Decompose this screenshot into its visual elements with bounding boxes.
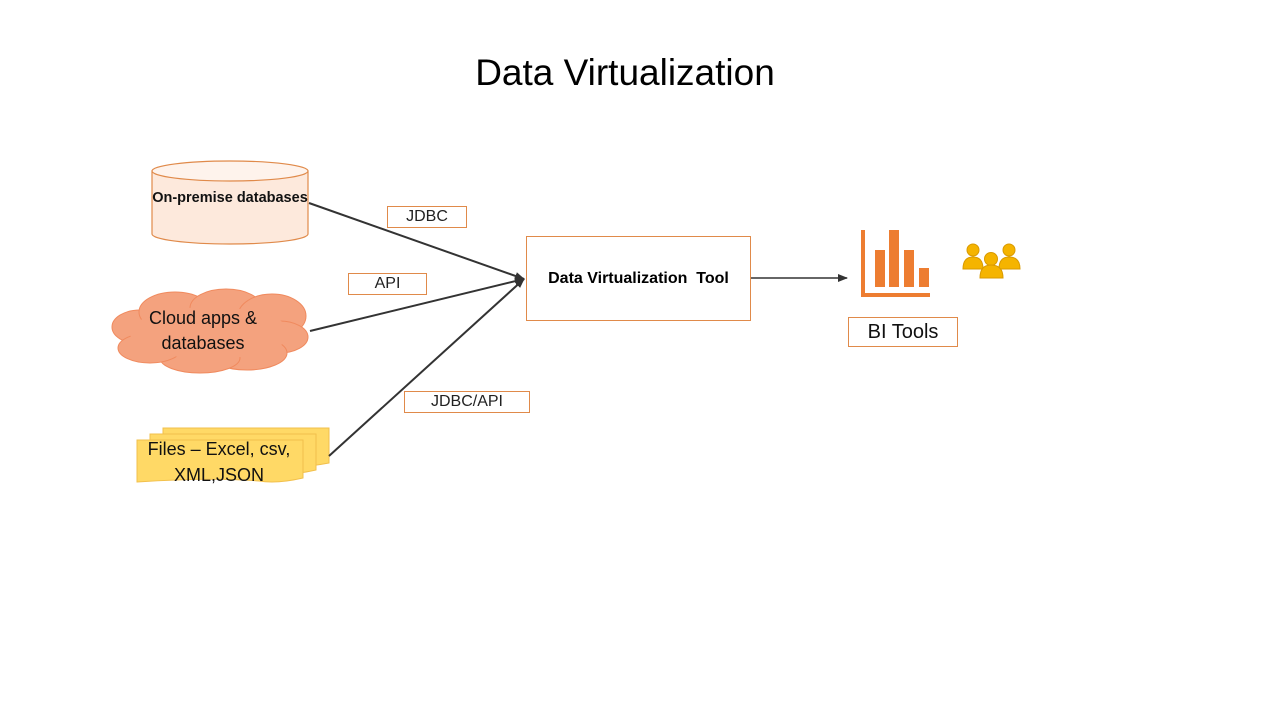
bar-chart-icon bbox=[861, 230, 930, 297]
api-connector-label: API bbox=[348, 273, 427, 295]
database-label: On-premise databases bbox=[152, 190, 308, 206]
database-cylinder-icon bbox=[151, 160, 309, 245]
connector-line-database bbox=[308, 202, 525, 280]
users-group-icon bbox=[962, 243, 1021, 279]
bi-tools-label: BI Tools bbox=[848, 317, 958, 347]
jdbc-connector-label: JDBC bbox=[387, 206, 467, 228]
connector-line-cloud bbox=[309, 277, 525, 332]
data-virtualization-tool-box: Data Virtualization Tool bbox=[526, 236, 751, 321]
files-label: Files – Excel, csv, XML,JSON bbox=[147, 439, 291, 485]
page-title: Data Virtualization bbox=[475, 52, 775, 93]
jdbc-api-connector-label: JDBC/API bbox=[404, 391, 530, 413]
files-stack-icon bbox=[136, 427, 330, 483]
cloud-icon bbox=[111, 288, 309, 374]
connector-line-files bbox=[328, 278, 525, 457]
cloud-label: Cloud apps & databases bbox=[148, 308, 258, 353]
